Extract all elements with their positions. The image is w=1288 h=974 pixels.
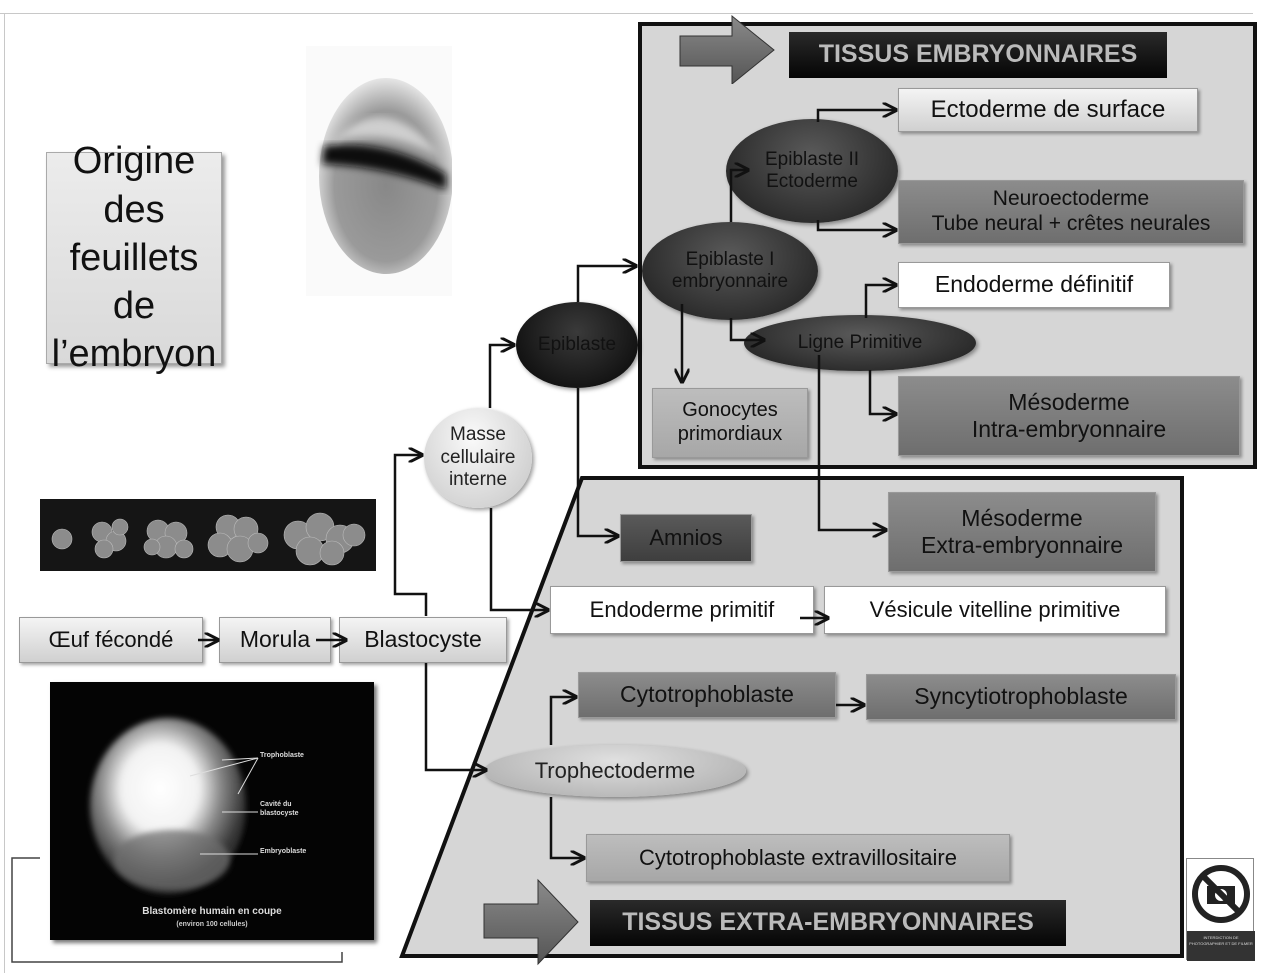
cavity-label-line: blastocyste (260, 810, 299, 818)
box-line: Neuroectoderme (992, 187, 1150, 211)
slide-title: Origine des feuillets de l’embryon (46, 140, 222, 375)
node-line: Epiblaste II (765, 148, 859, 170)
node-line: interne (448, 469, 508, 491)
box-line: Gonocytes (682, 399, 778, 422)
fertilized-egg-box: Œuf fécondé (19, 617, 203, 663)
embryonic-tissues-header: TISSUS EMBRYONNAIRES (789, 32, 1167, 78)
epiblast-1-node: Epiblaste I embryonnaire (642, 222, 818, 320)
yolk-sac-box: Vésicule vitelline primitive (824, 586, 1166, 634)
node-line: Ectoderme (766, 171, 858, 192)
neuroectoderm-box: Neuroectoderme Tube neural + crêtes neur… (898, 180, 1244, 244)
cavity-label: Cavité du blastocyste (260, 800, 299, 818)
extra-mesoderm-box: Mésoderme Extra-embryonnaire (888, 492, 1156, 572)
title-line: feuillets de (69, 236, 199, 328)
embryoblast-label: Embryoblaste (260, 848, 307, 855)
box-line: Tube neural + crêtes neurales (931, 212, 1211, 235)
node-line: Epiblaste I (685, 248, 775, 270)
embryonic-header-arrow-icon (679, 14, 775, 84)
node-line: cellulaire (440, 446, 516, 468)
box-line: Intra-embryonnaire (971, 416, 1167, 442)
trophectoderm-node: Trophectoderme (484, 745, 746, 797)
blastocyst-box: Blastocyste (339, 617, 507, 663)
blastocyst-section-photo: Trophoblaste Cavité du blastocyste Embry… (50, 682, 374, 940)
title-line: Origine (72, 140, 196, 183)
embryo-photo (306, 46, 452, 296)
node-line: Masse (450, 424, 506, 446)
intra-mesoderm-box: Mésoderme Intra-embryonnaire (898, 376, 1240, 456)
definitive-endoderm-box: Endoderme définitif (898, 262, 1170, 308)
box-line: Mésoderme (961, 504, 1083, 531)
epiblast-node: Epiblaste (516, 302, 638, 388)
node-line: embryonnaire (671, 271, 789, 292)
box-line: Extra-embryonnaire (921, 532, 1123, 558)
morula-box: Morula (219, 617, 331, 663)
box-line: Mésoderme (1008, 388, 1130, 415)
slide-frame-left (4, 13, 5, 973)
primitive-endoderm-box: Endoderme primitif (550, 586, 814, 634)
no-photography-sign: INTERDICTION DE PHOTOGRAPHIER ET DE FILM… (1186, 858, 1255, 961)
gonocytes-box: Gonocytes primordiaux (652, 388, 808, 458)
epiblast-2-node: Epiblaste II Ectoderme (726, 119, 898, 223)
syncytiotrophoblast-box: Syncytiotrophoblaste (866, 674, 1176, 720)
surface-ectoderm-box: Ectoderme de surface (898, 88, 1198, 132)
sign-caption: INTERDICTION DE PHOTOGRAPHIER ET DE FILM… (1187, 931, 1255, 961)
title-line: des (103, 188, 165, 231)
no-photography-icon (1192, 865, 1250, 923)
box-line: primordiaux (677, 423, 783, 445)
amnion-box: Amnios (620, 514, 752, 562)
primitive-streak-node: Ligne Primitive (744, 315, 976, 371)
blastocyst-image (90, 718, 259, 894)
slide-frame-top (0, 13, 1253, 14)
photo-caption: Blastomère humain en coupe (142, 906, 282, 917)
title-line: l’embryon (51, 333, 217, 376)
trophoblast-label: Trophoblaste (260, 752, 304, 759)
cytotrophoblast-box: Cytotrophoblaste (578, 672, 836, 718)
extra-header-arrow-icon (483, 878, 579, 966)
cavity-label-line: Cavité du (260, 801, 292, 808)
extravillous-box: Cytotrophoblaste extravillositaire (586, 834, 1010, 882)
cleavage-stages-photo (40, 499, 376, 571)
photo-subcaption: (environ 100 cellules) (176, 921, 248, 928)
inner-cell-mass-node: Masse cellulaire interne (424, 408, 532, 508)
extra-tissues-header: TISSUS EXTRA-EMBRYONNAIRES (590, 900, 1066, 946)
